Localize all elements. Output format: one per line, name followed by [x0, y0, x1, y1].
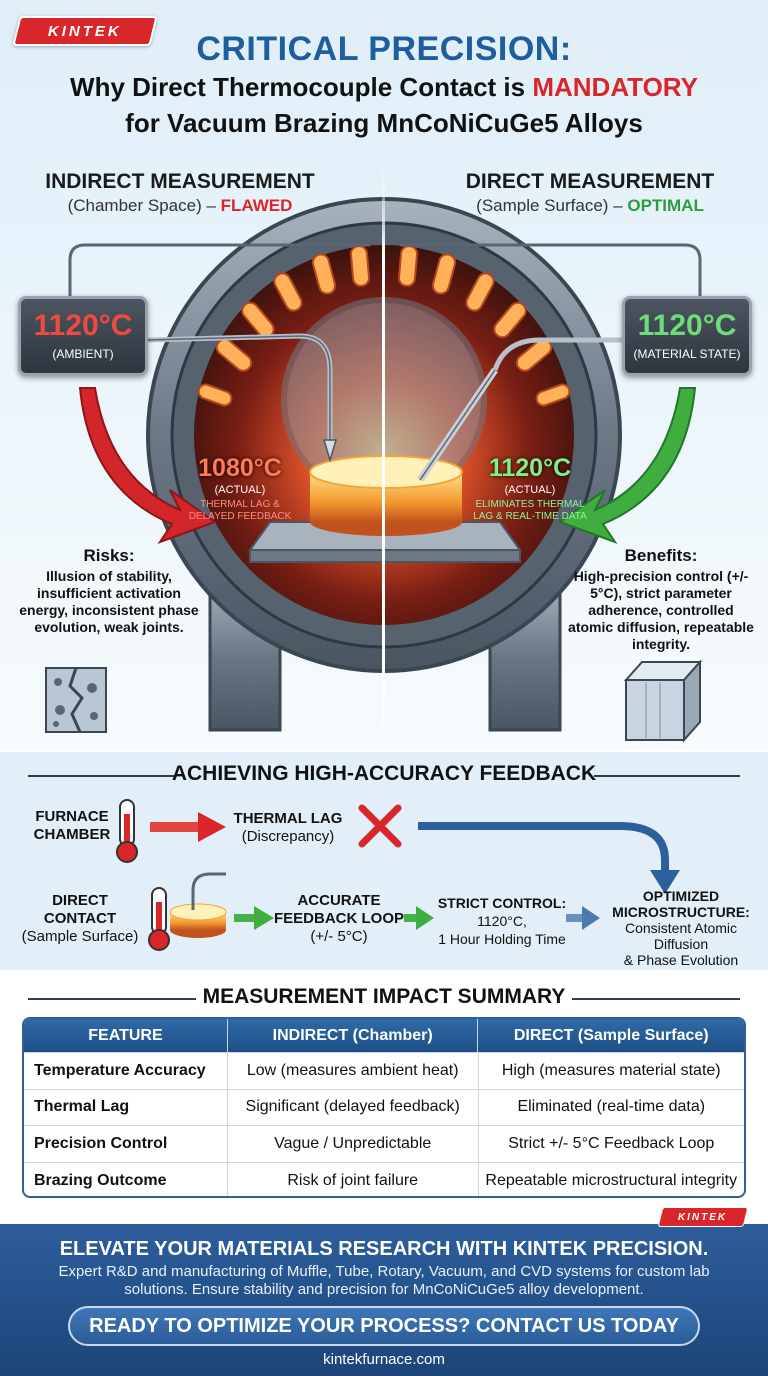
- green-arrow-icon: [234, 906, 274, 930]
- strict-control-label: STRICT CONTROL:1120°C,1 Hour Holding Tim…: [437, 895, 567, 947]
- contact-us-button[interactable]: READY TO OPTIMIZE YOUR PROCESS? CONTACT …: [68, 1306, 700, 1346]
- thermal-lag-label: THERMAL LAG(Discrepancy): [233, 810, 343, 845]
- direct-green-arrow: [557, 387, 697, 544]
- thermometer-icon: [148, 887, 170, 951]
- blocked-x-icon: [358, 804, 402, 848]
- title-line-2: Why Direct Thermocouple Contact is MANDA…: [70, 72, 698, 102]
- green-arrow-icon: [404, 906, 434, 930]
- website-link[interactable]: kintekfurnace.com: [323, 1351, 445, 1368]
- kintek-logo-small[interactable]: KINTEK: [657, 1207, 749, 1227]
- material-temperature-display: 1120°C (MATERIAL STATE): [622, 296, 752, 376]
- indirect-red-arrow: [78, 387, 218, 544]
- weak-joint-icon: [45, 667, 107, 733]
- summary-title: MEASUREMENT IMPACT SUMMARY: [202, 985, 566, 1008]
- indirect-heading: INDIRECT MEASUREMENT (Chamber Space) – F…: [45, 170, 315, 215]
- direct-heading: DIRECT MEASUREMENT (Sample Surface) – OP…: [465, 170, 715, 215]
- ambient-temperature-display: 1120°C (AMBIENT): [18, 296, 148, 376]
- feedback-title: ACHIEVING HIGH-ACCURACY FEEDBACK: [171, 762, 597, 785]
- title-line-1: CRITICAL PRECISION:: [196, 30, 572, 68]
- table-row: Temperature Accuracy Low (measures ambie…: [24, 1052, 744, 1089]
- footer-banner: [0, 1224, 768, 1376]
- feedback-diagram: [116, 799, 680, 951]
- comparison-divider: [382, 160, 385, 760]
- risks-panel: Risks: Illusion of stability, insufficie…: [19, 546, 199, 635]
- footer-title: ELEVATE YOUR MATERIALS RESEARCH WITH KIN…: [59, 1238, 709, 1260]
- footer-description: Expert R&D and manufacturing of Muffle, …: [58, 1263, 710, 1298]
- sample-icon: [169, 872, 227, 938]
- table-row: Thermal Lag Significant (delayed feedbac…: [24, 1088, 744, 1126]
- indirect-actual-readout: 1080°C (ACTUAL) THERMAL LAG &DELAYED FEE…: [188, 454, 292, 522]
- benefits-panel: Benefits: High-precision control (+/- 5°…: [568, 546, 754, 652]
- direct-thermocouple-wire: [492, 337, 622, 371]
- chamber-probe-tip: [322, 439, 338, 463]
- table-row: Precision Control Vague / Unpredictable …: [24, 1125, 744, 1162]
- impact-summary-table: FEATURE INDIRECT (Chamber) DIRECT (Sampl…: [22, 1017, 746, 1198]
- table-header-row: FEATURE INDIRECT (Chamber) DIRECT (Sampl…: [24, 1019, 744, 1052]
- red-arrow-icon: [150, 812, 226, 842]
- blue-arrow-icon: [566, 906, 600, 930]
- title-line-3: for Vacuum Brazing MnCoNiCuGe5 Alloys: [125, 108, 643, 138]
- thermometer-icon: [116, 799, 138, 863]
- blue-curved-arrow: [418, 822, 669, 872]
- solid-integrity-icon: [623, 659, 703, 743]
- table-row: Brazing Outcome Risk of joint failure Re…: [24, 1161, 744, 1196]
